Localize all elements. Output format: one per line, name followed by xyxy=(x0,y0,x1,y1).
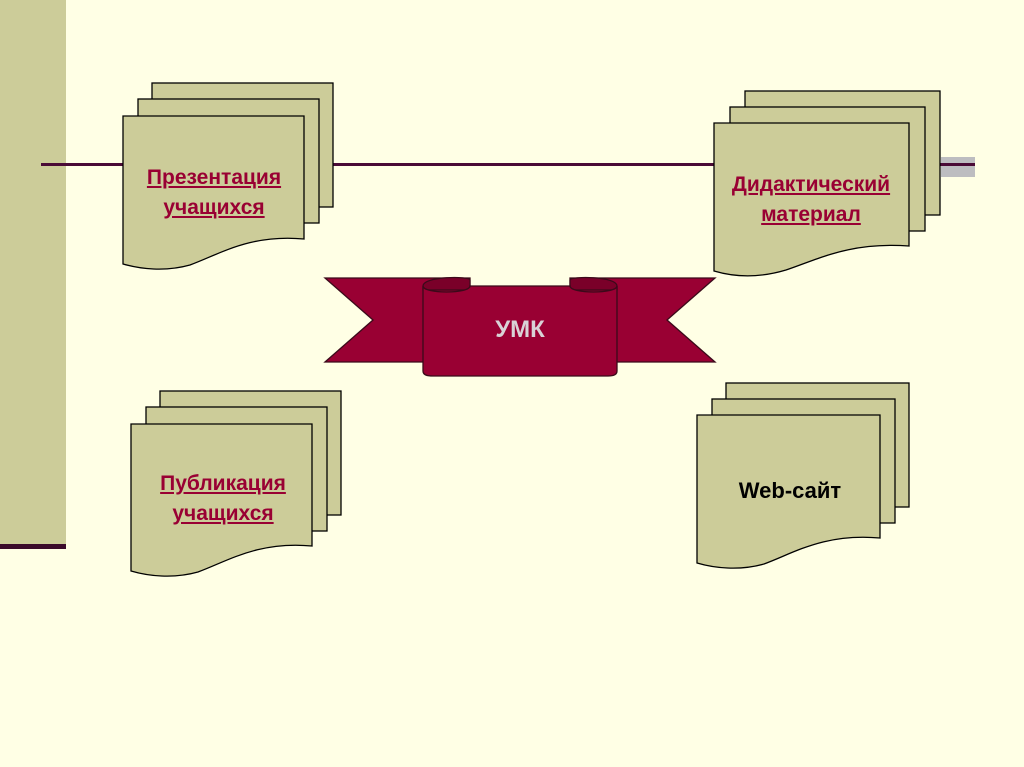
node-website-line1: Web-сайт xyxy=(738,478,842,503)
side-decor-bar-base xyxy=(0,544,66,549)
document-stack-didactic xyxy=(713,90,941,277)
node-website-label[interactable]: Web-сайт xyxy=(697,476,883,506)
node-presentation-line1: Презентация xyxy=(146,166,282,189)
node-publication-line1: Публикация xyxy=(160,472,286,495)
node-presentation-line2: учащихся xyxy=(163,196,265,219)
document-stack-presentation xyxy=(122,82,334,270)
horizontal-rule xyxy=(41,163,975,166)
document-stack-publication xyxy=(130,390,342,577)
node-didactic-line2: материал xyxy=(761,203,861,226)
umk-label: УМК xyxy=(495,316,545,343)
horizontal-rule-end xyxy=(941,157,975,177)
side-decor-bar xyxy=(0,0,66,544)
node-presentation-label[interactable]: Презентация учащихся xyxy=(122,163,306,223)
node-publication-line2: учащихся xyxy=(172,502,274,525)
document-stack-website xyxy=(696,382,910,569)
node-didactic-line1: Дидактический xyxy=(731,173,891,196)
node-didactic-label[interactable]: Дидактический материал xyxy=(700,170,922,230)
umk-ribbon-banner xyxy=(323,276,717,377)
node-publication-label[interactable]: Публикация учащихся xyxy=(130,469,316,529)
